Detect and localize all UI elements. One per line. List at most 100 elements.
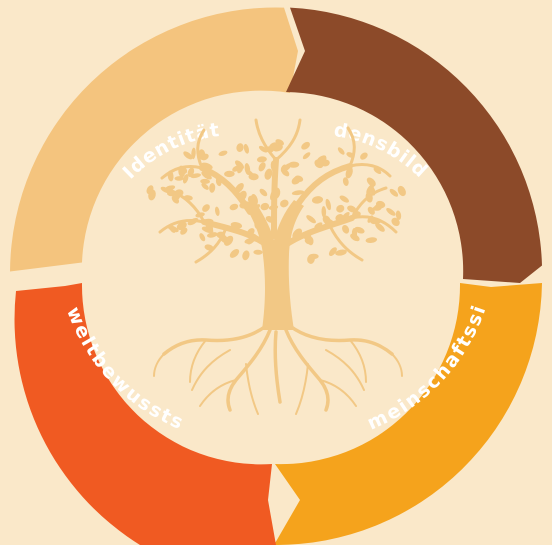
leaf (325, 198, 332, 211)
leaf (321, 155, 327, 165)
leaf (224, 170, 235, 178)
segment-friedensbildung (286, 7, 542, 283)
leaf (243, 143, 250, 154)
leaf (345, 166, 353, 179)
leaf (183, 195, 193, 201)
leaf (366, 184, 374, 195)
leaf (291, 175, 302, 185)
leaf (346, 152, 355, 158)
leaf (370, 186, 376, 196)
leaf (236, 143, 244, 152)
leaf (288, 161, 300, 168)
leaf (230, 222, 243, 229)
leaf (246, 235, 256, 245)
leaf (238, 190, 247, 202)
leaf (229, 203, 239, 211)
leaf (311, 196, 324, 204)
leaf (237, 164, 244, 174)
leaf (366, 177, 376, 187)
leaf (339, 195, 350, 203)
leaf (264, 168, 273, 180)
leaf (324, 217, 336, 226)
leaf (342, 225, 350, 234)
leaf (182, 174, 189, 184)
leaf (360, 152, 368, 160)
leaf (174, 176, 184, 181)
leaf (239, 201, 250, 209)
leaf (397, 185, 406, 197)
leaf (214, 206, 220, 216)
leaf (337, 147, 345, 155)
leaf (335, 249, 347, 256)
leaf (215, 177, 222, 187)
leaf (389, 188, 399, 197)
leaf (347, 205, 357, 213)
leaf (160, 186, 171, 194)
segment-identitaet (10, 7, 298, 272)
segment-umweltbewusstsein (14, 283, 277, 545)
leaf (391, 217, 400, 227)
leaf (201, 182, 209, 190)
leaf (244, 163, 251, 175)
leaf (301, 141, 310, 150)
leaf (375, 200, 386, 209)
leaf (314, 222, 323, 229)
leaf (302, 152, 311, 160)
leaf (234, 183, 244, 194)
leaf (260, 202, 270, 211)
leaf (386, 208, 396, 216)
leaf (167, 170, 174, 182)
leaf (365, 192, 373, 203)
leaf (173, 191, 181, 201)
leaf (250, 204, 261, 213)
leaf (258, 162, 266, 172)
leaf (218, 150, 228, 156)
leaf (283, 163, 292, 171)
leaf (253, 249, 263, 255)
leaf (342, 177, 349, 186)
leaf (275, 139, 284, 146)
leaf (183, 151, 193, 160)
leaf (254, 220, 262, 230)
leaf (258, 145, 268, 153)
leaf (321, 206, 327, 218)
leaf (292, 228, 303, 239)
leaf (352, 211, 361, 218)
leaf (304, 237, 314, 245)
leaf (280, 199, 289, 208)
leaf (265, 216, 275, 223)
leaf (242, 250, 250, 261)
leaf (395, 210, 402, 220)
leaf (191, 147, 196, 160)
segment-gemeinschaftssinn (274, 283, 542, 545)
leaf (307, 254, 315, 264)
leaf (373, 167, 382, 175)
leaf (201, 162, 213, 170)
leaf (367, 215, 374, 223)
leaf (205, 222, 214, 233)
leaf (271, 189, 279, 197)
leaf (148, 189, 156, 201)
leaf (365, 237, 378, 243)
leaf (201, 171, 212, 180)
leaf (306, 215, 316, 224)
leaf (179, 166, 188, 174)
leaf (200, 178, 210, 184)
leaf (187, 217, 199, 226)
leaf (370, 218, 382, 225)
leaf (256, 156, 267, 163)
leaf (247, 195, 255, 205)
leaf (328, 247, 337, 256)
leaf (336, 204, 345, 213)
leaf (265, 146, 274, 153)
leaf (167, 225, 179, 233)
leaf (314, 159, 324, 169)
leaf (200, 153, 209, 161)
leaf (187, 167, 195, 177)
leaf (285, 214, 295, 224)
leaf (199, 233, 206, 242)
tree-with-roots-icon (146, 118, 406, 415)
leaf (202, 218, 214, 224)
